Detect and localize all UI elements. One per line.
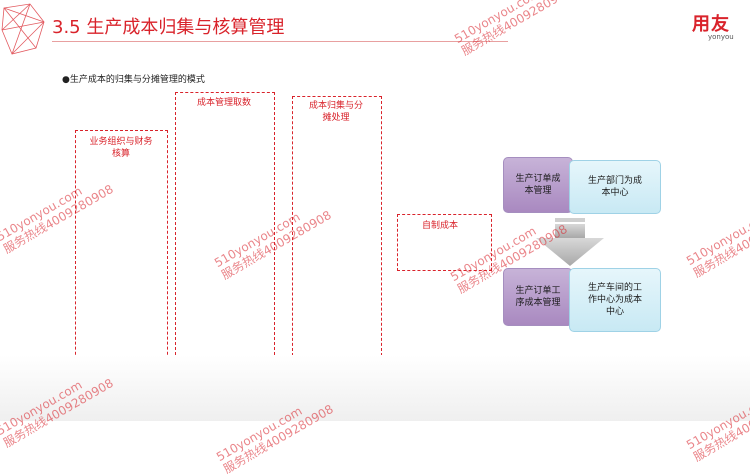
workshop-cost-center-box: 生产车间的工 作中心为成本 中心 xyxy=(569,268,661,332)
footer-band xyxy=(0,355,750,421)
polygon-logo-icon xyxy=(1,3,45,55)
order-process-cost-box: 生产订单工 序成本管理 xyxy=(503,268,573,326)
org-finance-box xyxy=(75,130,168,390)
yonyou-logo-subtext: yonyou xyxy=(708,33,734,41)
order-cost-box: 生产订单成 本管理 xyxy=(503,157,573,213)
yonyou-logo: 用友 xyxy=(692,14,730,35)
self-made-cost-box xyxy=(397,214,492,271)
org-finance-label: 业务组织与财务 核算 xyxy=(89,137,153,159)
self-made-cost-label: 自制成本 xyxy=(422,221,459,231)
cost-allocation-label: 成本归集与分 摊处理 xyxy=(308,101,363,123)
down-arrow-icon xyxy=(536,218,604,266)
slide-title: 3.5 生产成本归集与核算管理 xyxy=(52,17,285,38)
bullet-heading: ●生产成本的归集与分摊管理的模式 xyxy=(62,75,205,85)
cost-fetch-label: 成本管理取数 xyxy=(196,98,251,108)
dept-cost-center-box: 生产部门为成 本中心 xyxy=(569,160,661,214)
title-divider xyxy=(52,41,508,42)
